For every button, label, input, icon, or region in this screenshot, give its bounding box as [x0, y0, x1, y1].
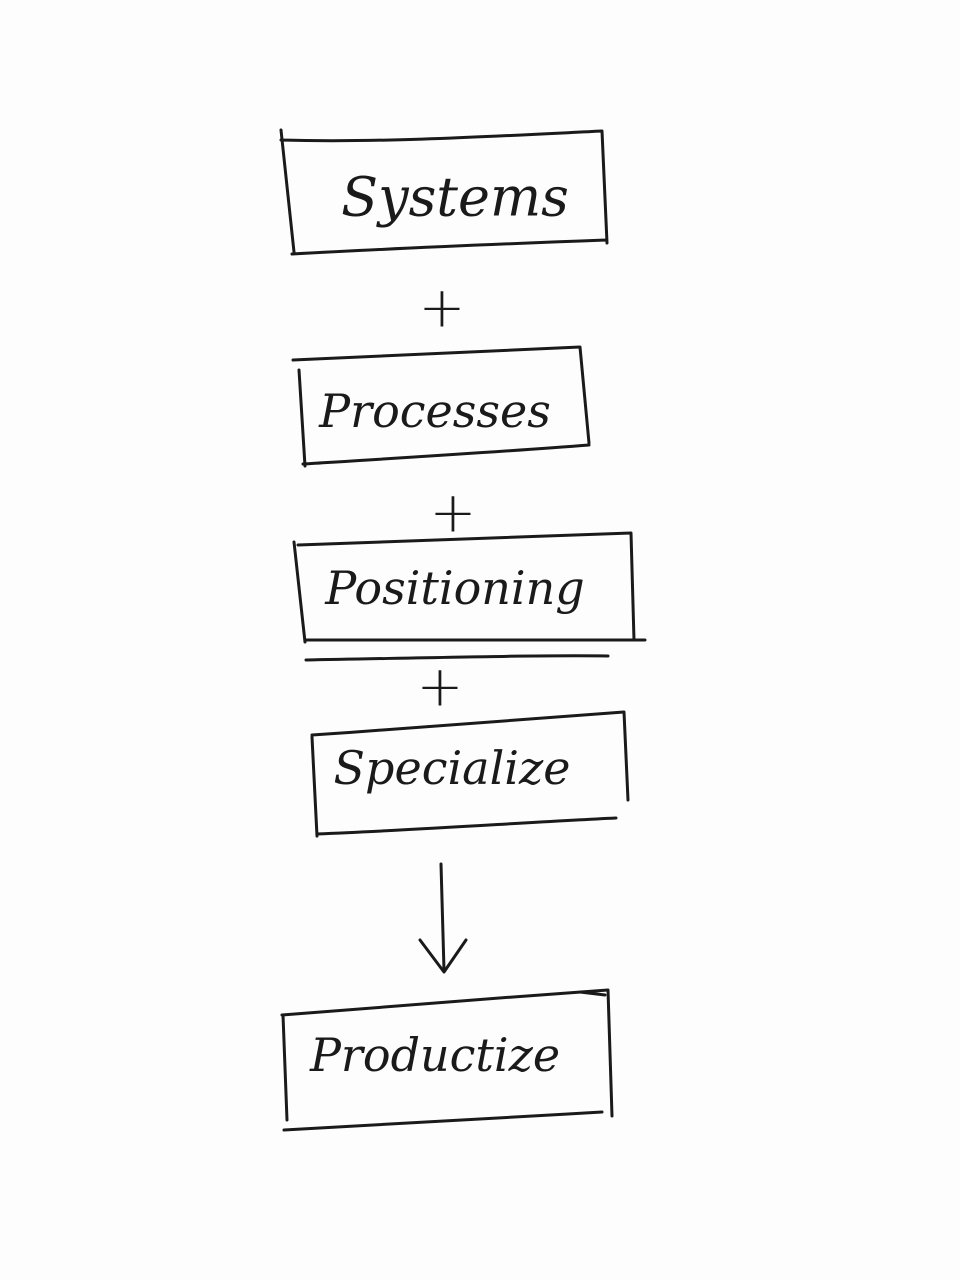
node-positioning-label: Positioning	[324, 561, 584, 615]
node-positioning-underline	[304, 654, 610, 662]
node-systems-label: Systems	[341, 166, 569, 229]
node-positioning: Positioning	[292, 531, 647, 662]
node-positioning-box	[292, 531, 647, 644]
node-systems-box	[279, 128, 609, 256]
result-arrow	[418, 862, 468, 974]
node-processes-label: Processes	[318, 384, 551, 438]
node-productize: Productize	[280, 988, 614, 1132]
node-processes-box	[291, 345, 591, 468]
node-specialize-label: Specialize	[334, 741, 571, 795]
node-specialize-box	[310, 710, 630, 838]
node-productize-box	[280, 988, 614, 1132]
node-productize-label: Productize	[309, 1028, 560, 1082]
plus-operator-1: +	[419, 276, 466, 341]
arrow-head-icon	[418, 938, 468, 974]
arrow-shaft	[439, 862, 446, 972]
plus-operator-2: +	[430, 481, 477, 546]
node-systems: Systems	[279, 128, 609, 256]
node-specialize: Specialize	[310, 710, 630, 838]
node-processes: Processes	[291, 345, 591, 468]
plus-operator-3: +	[417, 655, 464, 720]
